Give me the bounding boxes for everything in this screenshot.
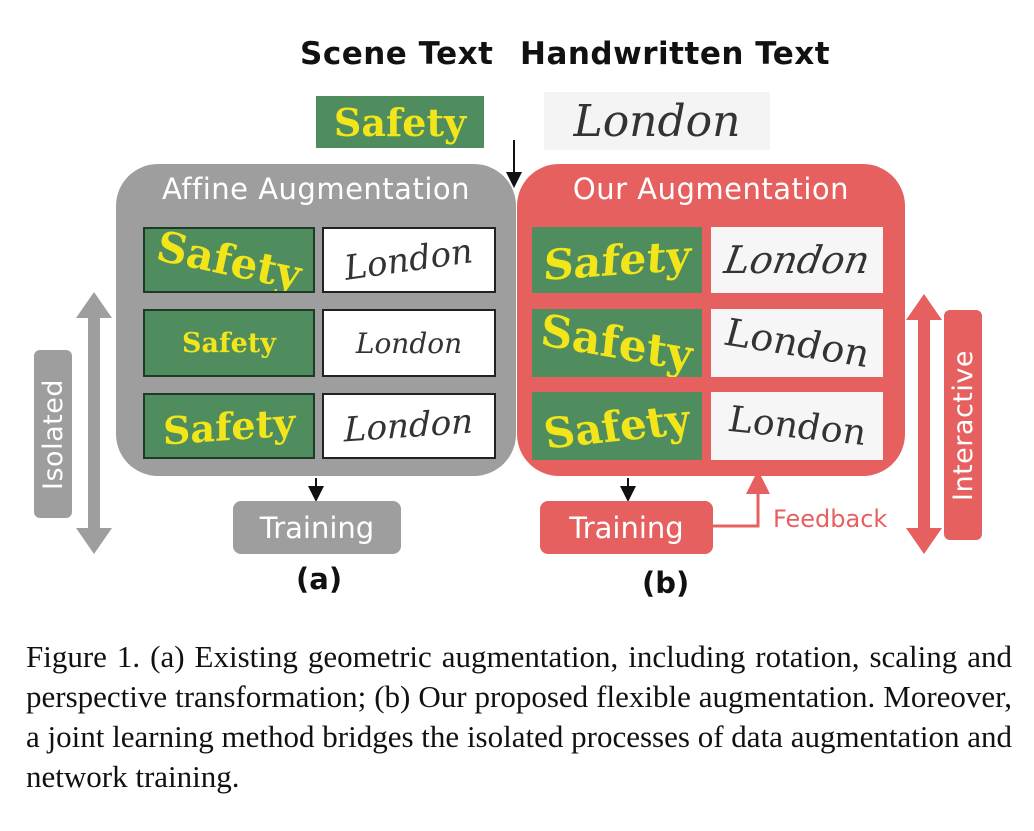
source-hand-sample: London (544, 92, 770, 150)
feedback-label: Feedback (773, 505, 888, 533)
interactive-label: Interactive (944, 310, 982, 540)
affine-hand-tile-rotated: London (322, 227, 496, 293)
affine-scene-tile-rotated: Safety (143, 227, 315, 293)
affine-scene-tile-perspective: Safety (143, 393, 315, 459)
our-scene-tile-3: Safety (532, 392, 702, 460)
isolated-double-arrow (76, 292, 112, 554)
our-scene-tile-2: Safety (532, 309, 702, 377)
handwritten-text-header: Handwritten Text (520, 36, 831, 72)
source-scene-sample: Safety (316, 96, 484, 148)
affine-scene-tile-scaled: Safety (143, 309, 315, 377)
our-hand-tile-3: London (711, 392, 883, 460)
sub-label-a: (a) (296, 562, 343, 596)
our-hand-tile-2: London (711, 309, 883, 377)
interactive-double-arrow (906, 294, 942, 554)
training-box-b: Training (540, 501, 713, 554)
affine-hand-tile-perspective: London (322, 393, 496, 459)
affine-hand-tile-scaled: London (322, 309, 496, 377)
our-scene-tile-1: Safety (532, 227, 702, 293)
scene-text-header: Scene Text (300, 36, 494, 72)
sub-label-b: (b) (642, 566, 690, 600)
figure-caption: Figure 1. (a) Existing geometric augment… (26, 639, 1012, 794)
isolated-label: Isolated (34, 350, 72, 518)
affine-augmentation-title: Affine Augmentation (161, 172, 470, 206)
training-box-a: Training (233, 501, 401, 554)
our-hand-tile-1: London (711, 227, 883, 293)
feedback-arrow (713, 470, 770, 528)
our-augmentation-title: Our Augmentation (572, 172, 850, 206)
